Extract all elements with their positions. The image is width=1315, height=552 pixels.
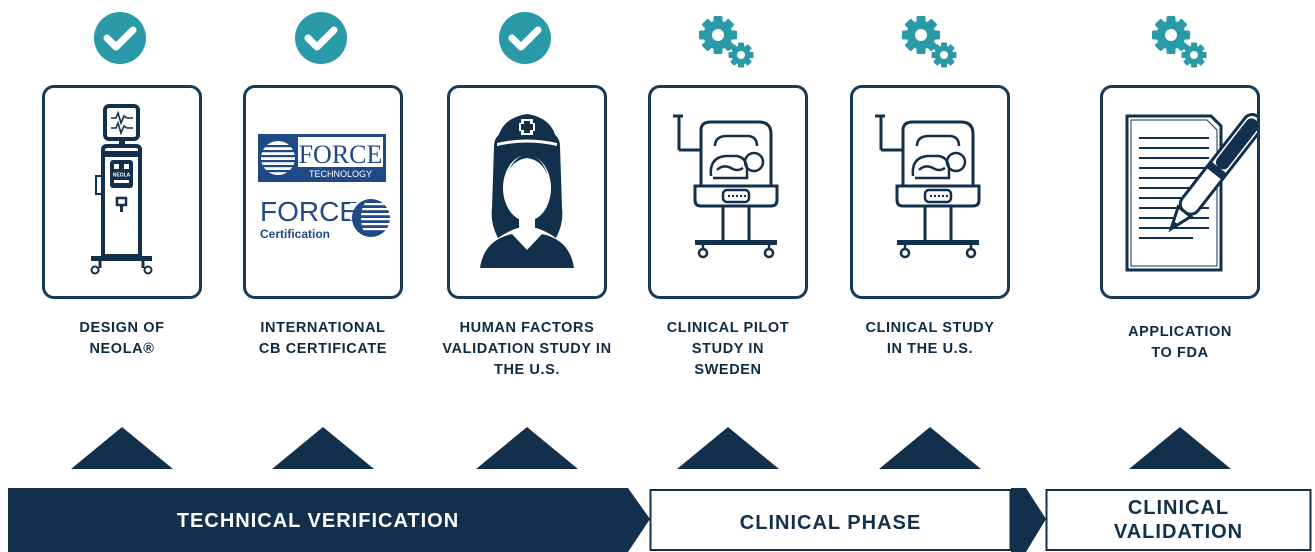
device-brand: NEOLA — [113, 173, 131, 179]
document-pen-icon — [1125, 113, 1257, 272]
force-logos: FORCE TECHNOLOGY FORCE Certification — [258, 134, 392, 241]
step-marker — [879, 427, 981, 469]
step-marker — [272, 427, 374, 469]
incubator-icon — [673, 114, 779, 259]
force-technology-name: FORCE — [299, 140, 383, 169]
card-human-factors — [447, 85, 607, 299]
phase-technical-label: TECHNICAL VERIFICATION — [176, 510, 460, 532]
card-clinical-us — [850, 85, 1010, 299]
card-fda — [1100, 85, 1260, 299]
force-technology-logo: FORCE TECHNOLOGY — [258, 134, 386, 182]
clinical-phase-box — [649, 489, 1012, 551]
gears-icon — [902, 16, 957, 68]
step-marker — [1129, 427, 1231, 469]
incubator-icon — [875, 114, 981, 259]
step-label-clinical-us: CLINICAL STUDY IN THE U.S. — [865, 320, 995, 357]
step-label-pilot: CLINICAL PILOT STUDY IN SWEDEN — [666, 320, 790, 378]
card-design: NEOLA — [42, 85, 202, 299]
force-technology-sub: TECHNOLOGY — [309, 169, 372, 179]
step-label-human-factors: HUMAN FACTORS VALIDATION STUDY IN THE U.… — [442, 320, 612, 378]
check-icon — [295, 12, 347, 64]
neola-device-icon: NEOLA — [90, 104, 153, 275]
step-marker — [71, 427, 173, 469]
card-certificate: FORCE TECHNOLOGY FORCE Certification — [243, 85, 403, 299]
validation-phase-box — [1045, 489, 1312, 551]
check-icon — [94, 12, 146, 64]
force-certification-logo: FORCE Certification — [260, 196, 392, 241]
step-label-design: DESIGN OF NEOLA® — [79, 320, 165, 357]
phase-validation-label: CLINICAL VALIDATION — [1113, 497, 1244, 543]
step-label-fda: APPLICATION TO FDA — [1128, 324, 1232, 361]
force-certification-sub: Certification — [260, 227, 330, 241]
card-pilot — [648, 85, 808, 299]
phase-clinical-label: CLINICAL PHASE — [739, 512, 922, 534]
step-label-certificate: INTERNATIONAL CB CERTIFICATE — [258, 320, 388, 357]
check-icon — [499, 12, 551, 64]
force-certification-name: FORCE — [260, 196, 358, 227]
gears-icon — [699, 16, 754, 68]
step-marker — [677, 427, 779, 469]
clinical-phase-arrow — [1011, 488, 1046, 552]
step-marker — [476, 427, 578, 469]
gears-icon — [1152, 16, 1207, 68]
phase-bar — [8, 488, 1312, 552]
nurse-icon — [480, 114, 574, 268]
technical-phase-arrow — [8, 488, 650, 552]
